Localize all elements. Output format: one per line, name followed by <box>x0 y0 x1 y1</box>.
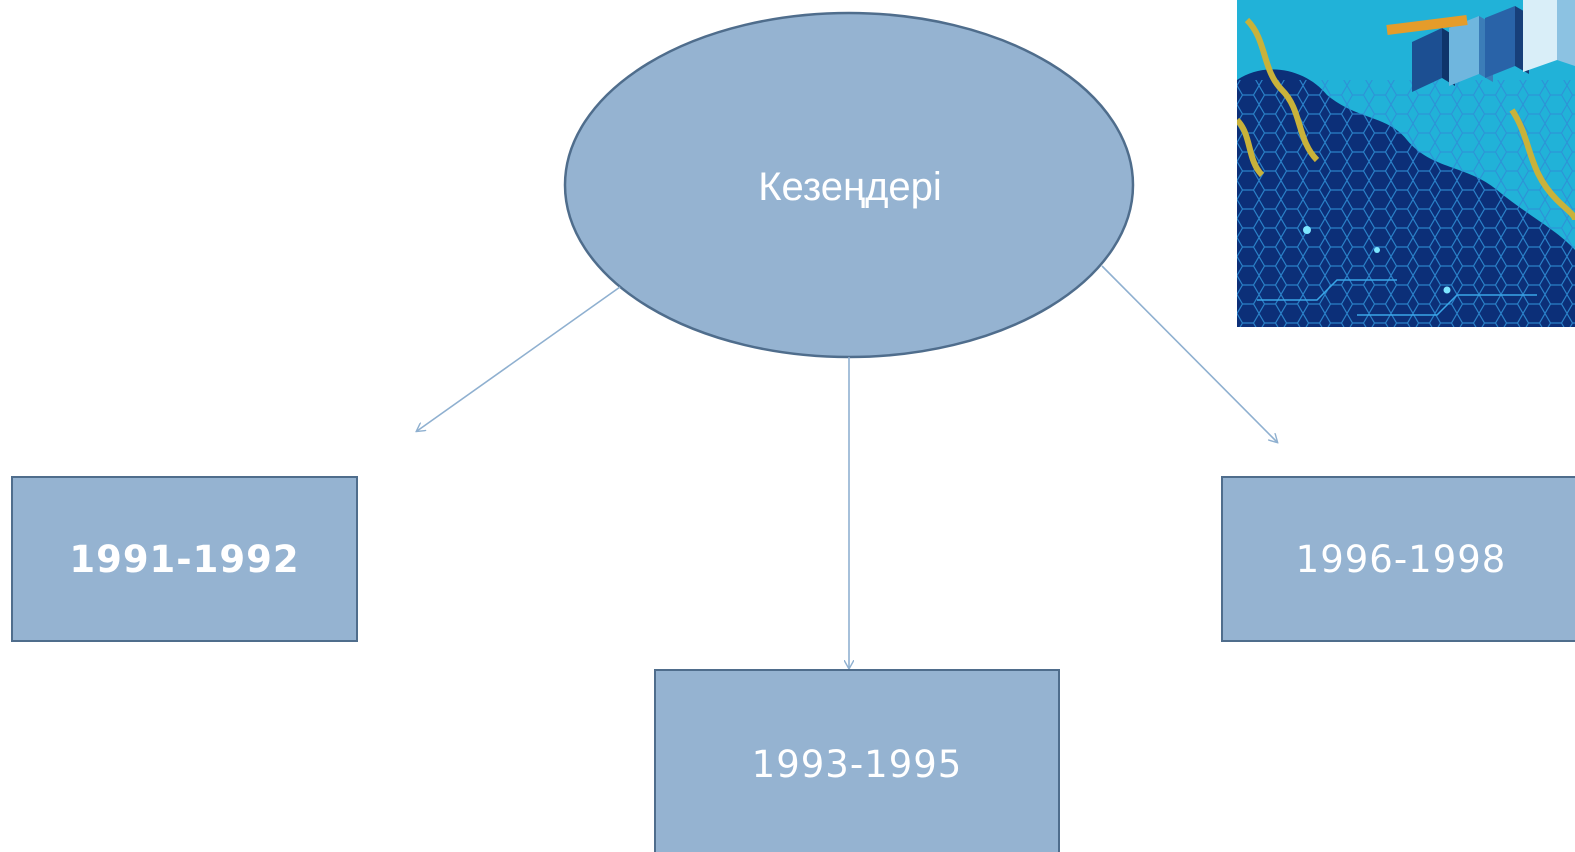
period-box-1993-1995: 1993-1995 <box>654 669 1060 852</box>
root-node-text: Кезеңдері <box>758 165 942 209</box>
period-label-1991-1992: 1991-1992 <box>69 537 300 581</box>
connector-arrow-left <box>417 286 621 431</box>
illustration-graphic <box>1237 0 1575 327</box>
kazakhstan-digital-illustration <box>1237 0 1575 327</box>
period-box-1996-1998: 1996-1998 <box>1221 476 1575 642</box>
root-node-label: Кезеңдері <box>565 150 1135 225</box>
period-box-1991-1992: 1991-1992 <box>11 476 358 642</box>
period-label-1993-1995: 1993-1995 <box>751 742 963 786</box>
period-label-1996-1998: 1996-1998 <box>1295 537 1507 581</box>
connector-arrow-right <box>1101 265 1277 442</box>
